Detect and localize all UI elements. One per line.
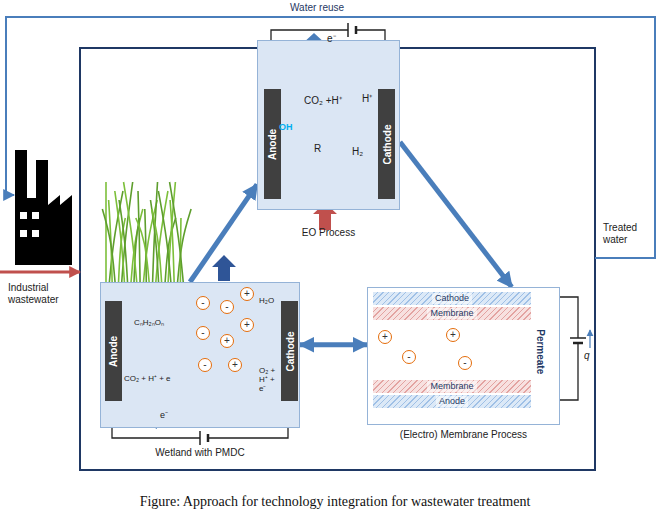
part-name: Cathode	[432, 293, 472, 304]
battery-plate	[570, 337, 586, 339]
annotation: Water reuse	[290, 2, 344, 14]
grass-blade	[119, 200, 128, 285]
annotation: OH	[279, 122, 293, 132]
part-name: Cathode	[284, 331, 295, 371]
annotation: Permeate	[534, 322, 546, 382]
part-name: Anode	[108, 335, 119, 366]
annotation: H₂	[352, 146, 363, 158]
annotation: Industrial wastewater	[8, 282, 78, 305]
ion-symbol: -	[196, 326, 210, 340]
part-name: Anode	[436, 396, 468, 407]
grass-blade	[124, 182, 137, 285]
outflow-arrow	[212, 255, 236, 281]
factory-window	[32, 212, 39, 219]
factory-icon	[15, 150, 72, 265]
flow-connector	[190, 185, 257, 283]
battery-plate	[199, 431, 201, 445]
process-box: AnodeCathodeEO Process	[257, 40, 400, 210]
water-reuse-line	[6, 17, 655, 258]
part-name: Membrane	[427, 308, 476, 319]
process-title: EO Process	[228, 227, 429, 238]
grass-blade	[102, 209, 115, 285]
grass-blade	[158, 191, 171, 285]
ion-symbol: -	[220, 300, 234, 314]
flow-connector	[300, 342, 367, 347]
grass-blade	[170, 182, 184, 285]
part-name: Cathode	[381, 124, 392, 164]
figure-caption: Figure: Approach for technology integrat…	[0, 494, 670, 510]
annotation: H₂O	[259, 296, 274, 305]
electrode-bar: Anode	[264, 89, 281, 199]
ion-symbol: +	[446, 328, 460, 342]
annotation: CO₂ + H⁺ + e	[124, 374, 188, 383]
annotation: e⁻	[327, 33, 336, 45]
annotation: e⁻	[160, 410, 168, 420]
battery-plate	[573, 342, 583, 345]
electrode-band: Anode	[373, 395, 531, 408]
factory-window	[20, 230, 27, 237]
annotation: q	[584, 350, 590, 362]
annotation: R	[314, 143, 321, 155]
battery-plate	[207, 434, 210, 442]
process-title: (Electro) Membrane Process	[338, 429, 589, 440]
ion-symbol: +	[240, 287, 254, 301]
electrode-bar: Anode	[105, 301, 122, 401]
ion-symbol: +	[240, 318, 254, 332]
membrane-band: Membrane	[373, 380, 531, 393]
ion-symbol: -	[402, 350, 416, 364]
battery-plate	[347, 23, 349, 37]
flow-connector	[400, 142, 512, 287]
annotation: H⁺	[362, 93, 372, 105]
ion-symbol: +	[220, 334, 234, 348]
factory-window	[20, 212, 27, 219]
membrane-band: Membrane	[373, 307, 531, 320]
process-title: Wetland with PMDC	[71, 447, 329, 458]
part-name: Membrane	[427, 381, 476, 392]
part-name: Anode	[267, 128, 278, 159]
annotation: Treated water	[603, 222, 655, 245]
grass-blade	[138, 191, 140, 285]
grass-blade	[105, 182, 107, 285]
ion-symbol: +	[228, 358, 242, 372]
grass-blade	[170, 200, 174, 285]
factory-window	[32, 230, 39, 237]
electrode-bar: Cathode	[378, 89, 395, 199]
ion-symbol: -	[458, 356, 472, 370]
annotation: CₙH₂ₙOₙ	[134, 318, 164, 327]
battery-plate	[355, 26, 358, 34]
ion-symbol: +	[378, 330, 392, 344]
electrode-band: Cathode	[373, 292, 531, 305]
ion-symbol: -	[196, 296, 210, 310]
grass-blade	[152, 209, 162, 285]
annotation: CO₂ +H⁺	[304, 95, 342, 107]
annotation: O₂ + H⁺ + e⁻	[259, 366, 281, 394]
current-arrow	[589, 330, 590, 348]
grass-blade	[136, 218, 150, 285]
wastewater-inflow	[0, 271, 80, 274]
electrode-bar: Cathode	[281, 301, 298, 401]
ion-symbol: -	[198, 358, 212, 372]
